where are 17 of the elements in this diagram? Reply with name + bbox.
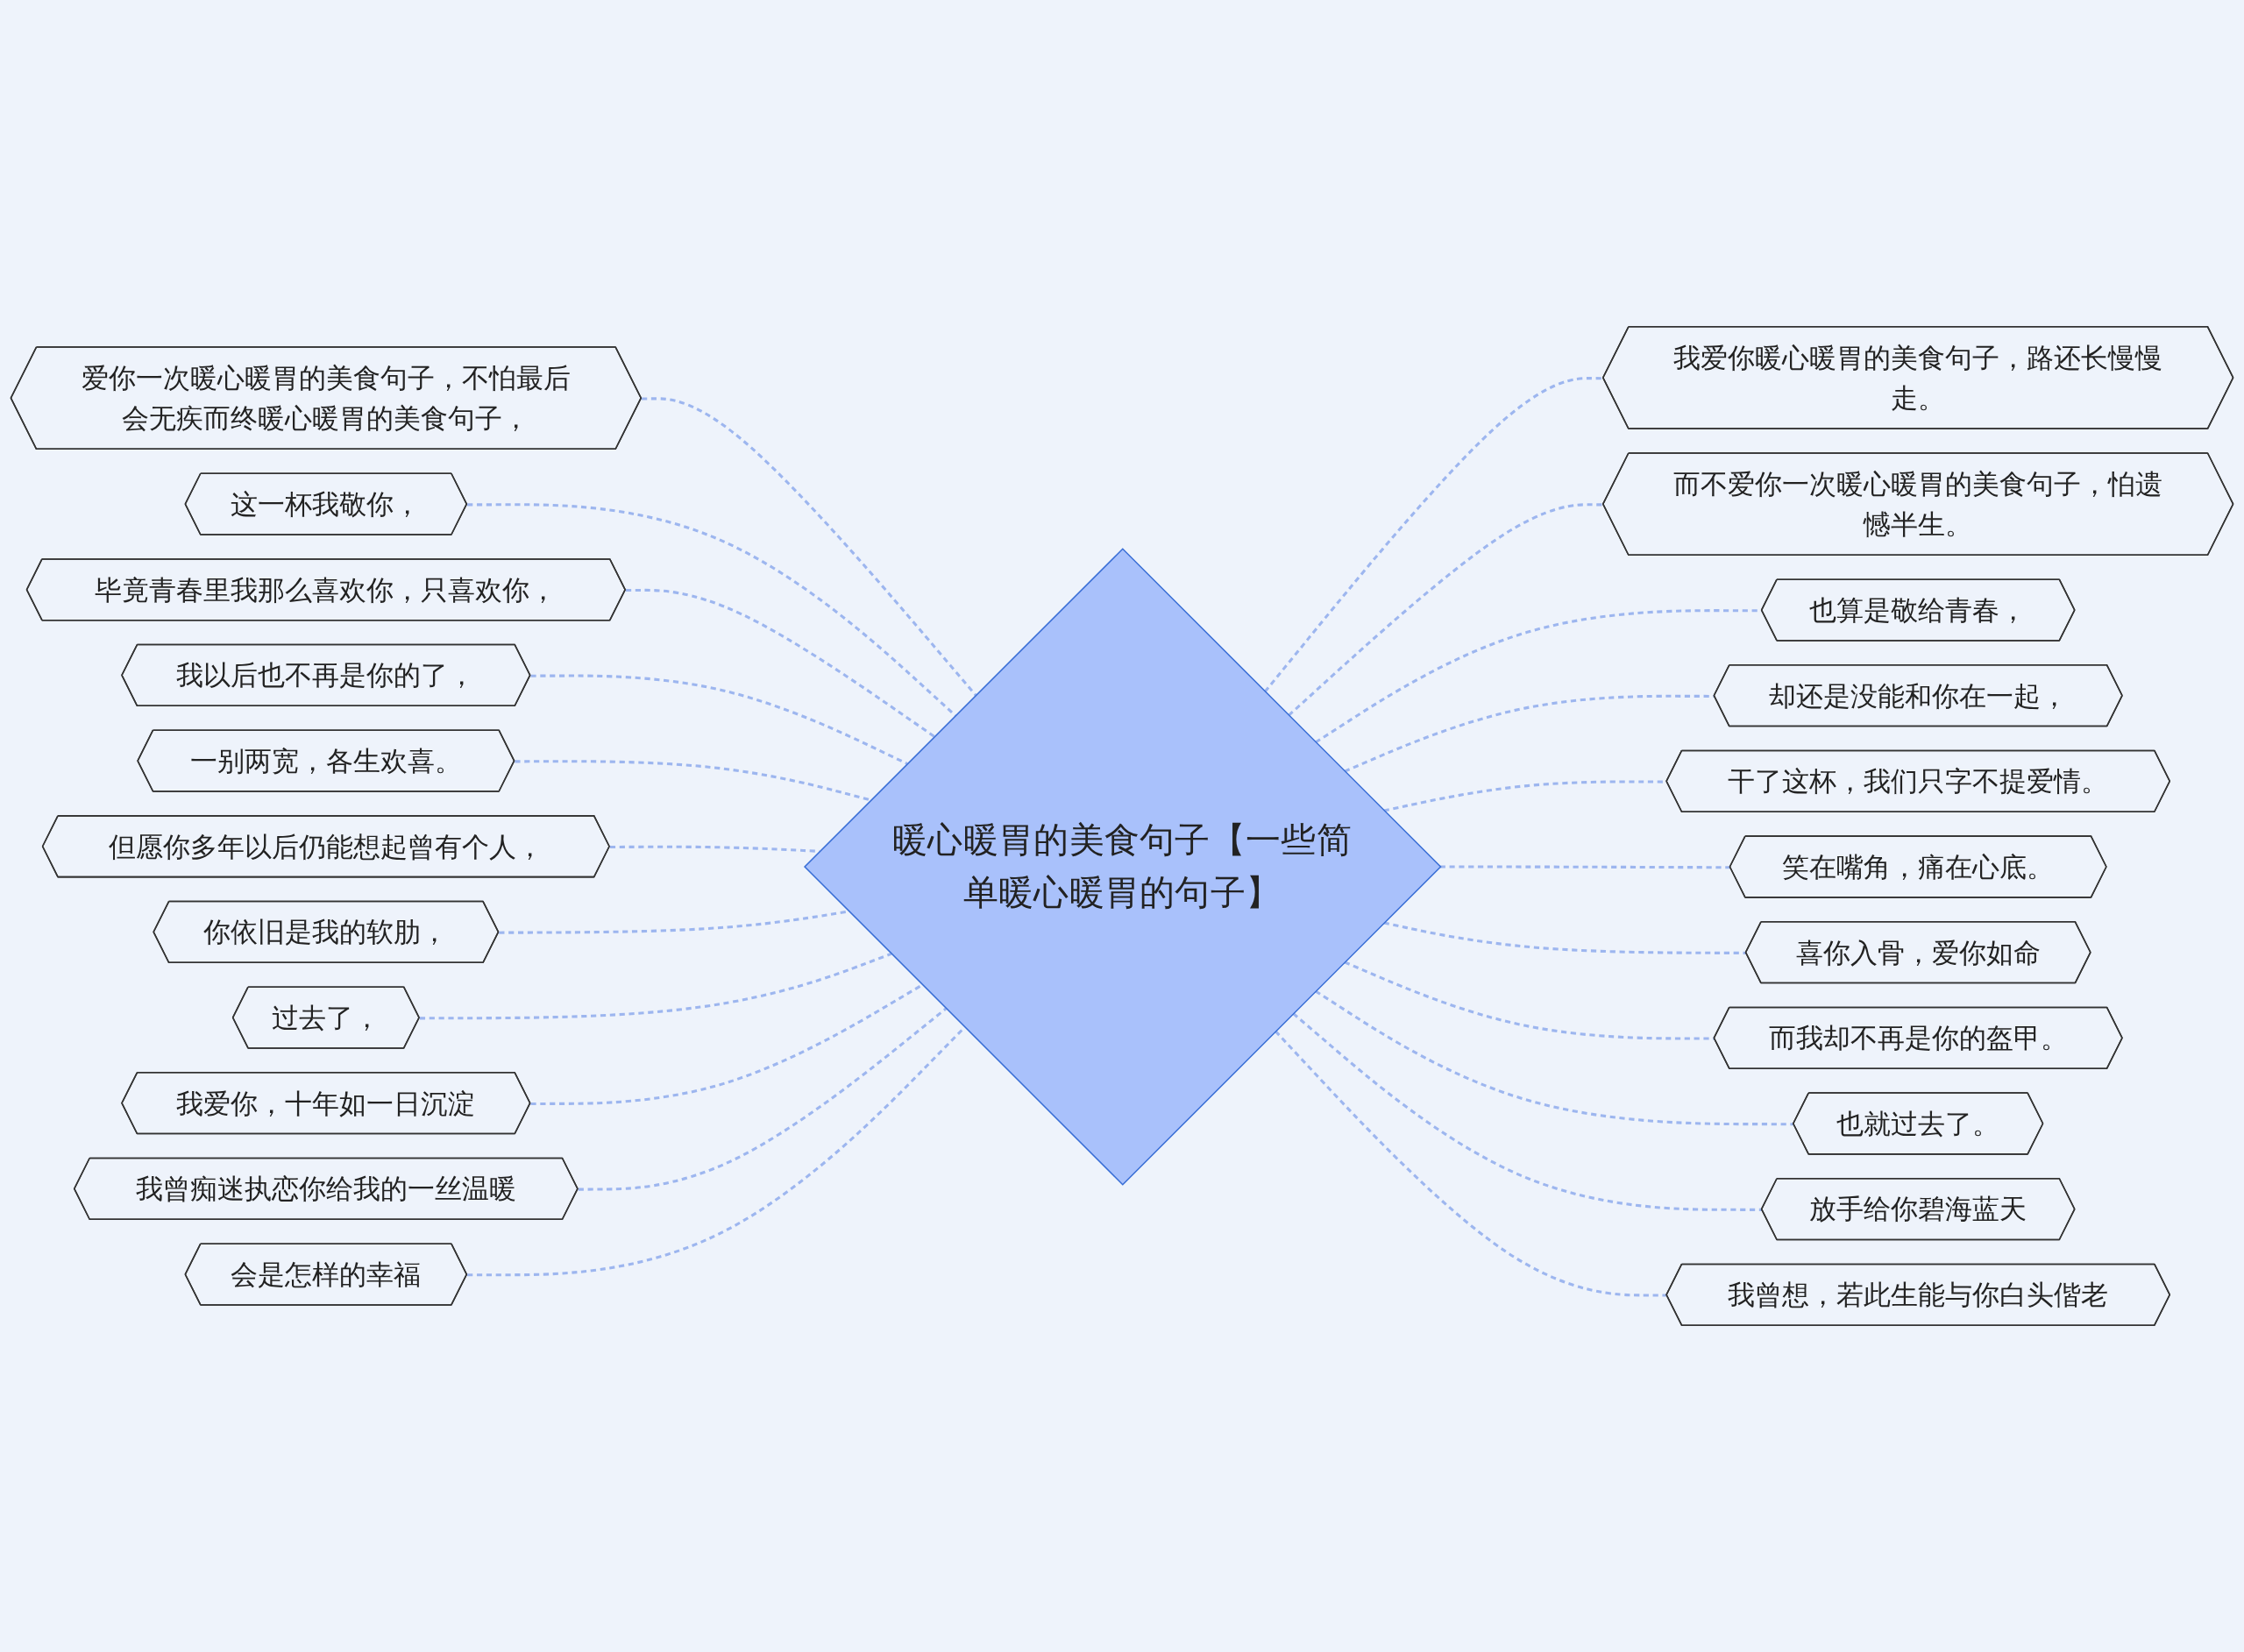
- connector: [1383, 921, 1747, 954]
- connector: [419, 952, 892, 1020]
- connector: [1263, 377, 1604, 693]
- connector: [1344, 961, 1715, 1040]
- connector: [625, 588, 935, 738]
- connector: [530, 674, 908, 765]
- connector: [1314, 989, 1794, 1126]
- connector: [578, 1007, 948, 1191]
- connector: [1288, 503, 1604, 717]
- connector: [1344, 694, 1715, 773]
- connector: [1292, 1012, 1763, 1211]
- connector: [642, 397, 977, 697]
- connector: [1274, 1030, 1667, 1297]
- connector: [1439, 865, 1731, 869]
- connector: [530, 983, 923, 1106]
- connector: [515, 760, 871, 802]
- node-diamond: 暖心暖胃的美食句子【一些简单暖心暖胃的句子】: [803, 548, 1442, 1186]
